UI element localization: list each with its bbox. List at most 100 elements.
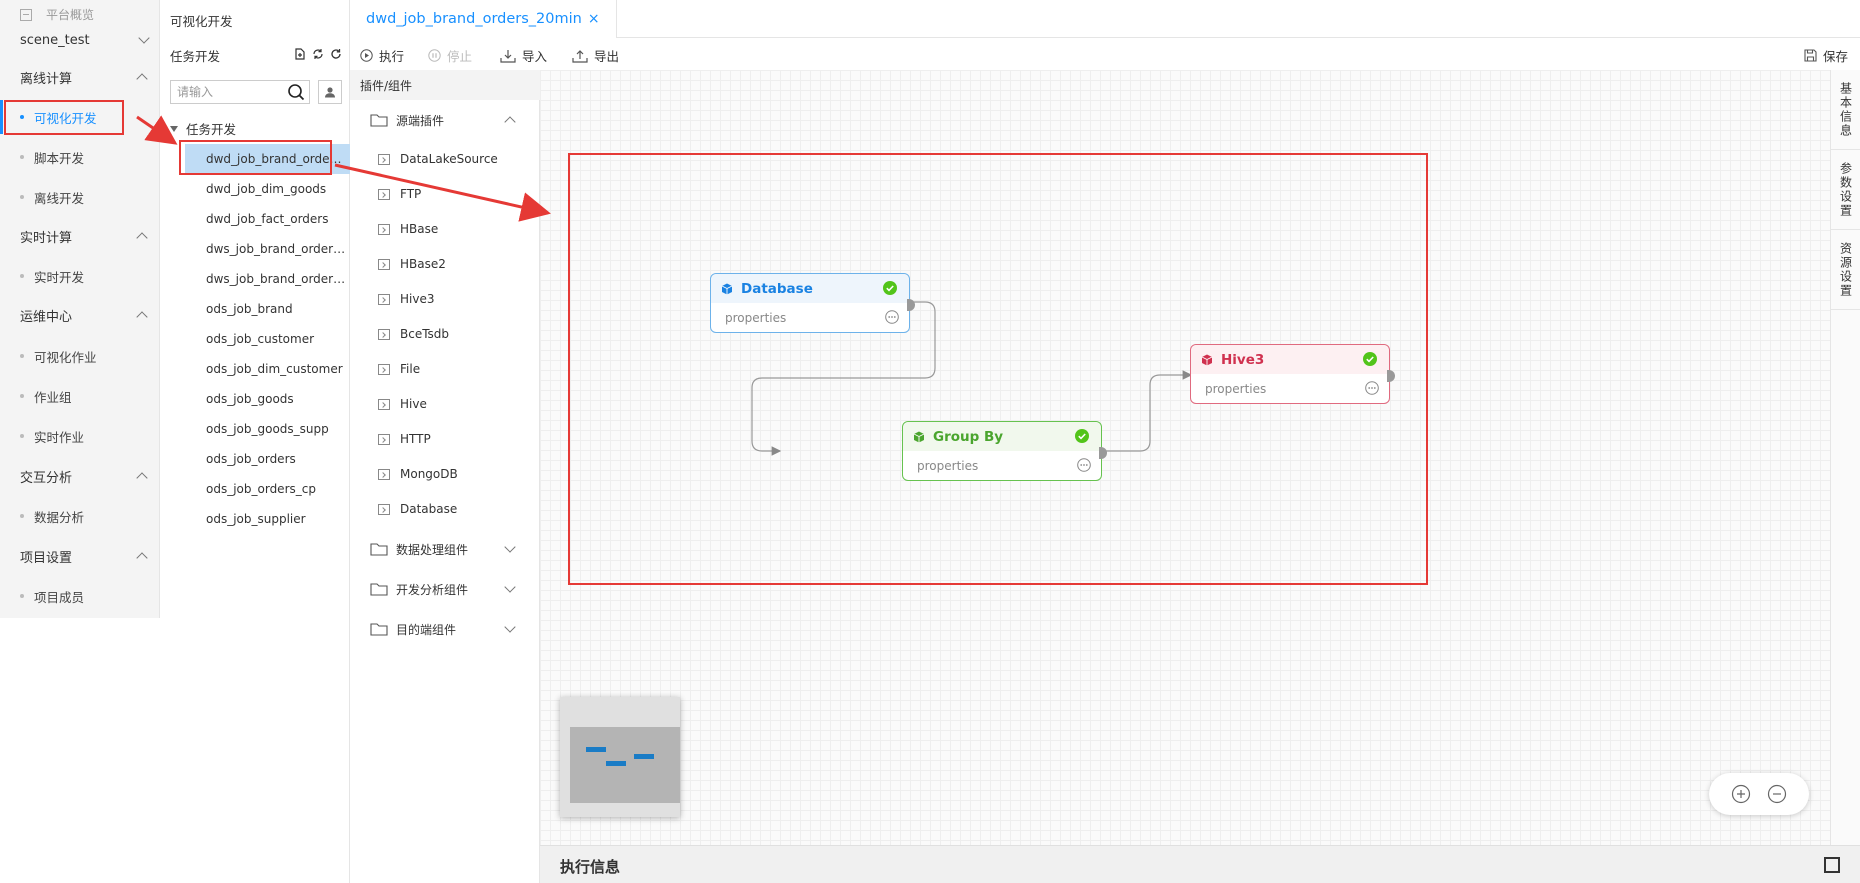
maximize-icon[interactable] [1824, 857, 1840, 873]
tree-root-label: 任务开发 [186, 122, 237, 137]
category-label: 目的端组件 [396, 622, 457, 637]
nav-item-visual-jobs[interactable]: 可视化作业 [0, 341, 160, 371]
node-group-by[interactable]: Group By properties [902, 421, 1107, 481]
nav-item-realtime-dev[interactable]: 实时开发 [0, 261, 160, 291]
plugin-category-source[interactable]: 源端插件 [350, 105, 540, 135]
tab-params[interactable]: 参数设置 [1831, 150, 1860, 230]
refresh-icon[interactable] [330, 48, 342, 60]
tree-item[interactable]: dws_job_brand_orders_1d [185, 234, 350, 264]
stop-label: 停止 [447, 49, 473, 64]
plugin-item[interactable]: HBase2 [378, 249, 446, 279]
nav-overview[interactable]: 平台概览 [20, 6, 94, 23]
folder-icon [370, 623, 388, 636]
output-port[interactable] [1099, 447, 1107, 459]
nav-group-offline[interactable]: 离线计算 [0, 62, 160, 92]
plugin-item[interactable]: MongoDB [378, 459, 458, 489]
nav-group-label: 离线计算 [20, 71, 73, 87]
import-button[interactable]: 导入 [500, 46, 547, 65]
more-icon[interactable] [1077, 458, 1091, 472]
tree-item[interactable]: ods_job_brand [185, 294, 350, 324]
tree-item[interactable]: dwd_job_dim_goods [185, 174, 350, 204]
tab-basic-info[interactable]: 基本信息 [1831, 70, 1860, 150]
nav-item-label: 可视化开发 [34, 110, 97, 126]
run-label: 执行 [379, 49, 405, 64]
nav-item-project-members[interactable]: 项目成员 [0, 581, 160, 611]
more-icon[interactable] [885, 310, 899, 324]
node-hive3[interactable]: Hive3 properties [1190, 344, 1395, 404]
tree-item-label: ods_job_customer [206, 332, 315, 346]
plugin-label: HTTP [400, 432, 431, 446]
plugin-item[interactable]: DataLakeSource [378, 144, 498, 174]
plugin-item[interactable]: BceTsdb [378, 319, 449, 349]
plugin-label: HBase [400, 222, 439, 236]
folder-icon [370, 543, 388, 556]
tree-search-input[interactable] [171, 82, 279, 102]
nav-group-label: 交互分析 [20, 470, 73, 486]
plugin-label: FTP [400, 187, 422, 201]
close-tab-icon[interactable]: × [587, 11, 600, 27]
nav-item-realtime-jobs[interactable]: 实时作业 [0, 421, 160, 451]
plugin-item[interactable]: Hive [378, 389, 427, 419]
export-button[interactable]: 导出 [572, 46, 619, 65]
nav-group-project-settings[interactable]: 项目设置 [0, 541, 160, 571]
minimap-node [634, 754, 654, 759]
plugin-item[interactable]: Hive3 [378, 284, 434, 314]
chevron-down-icon [504, 581, 516, 593]
plugin-category-processing[interactable]: 数据处理组件 [350, 534, 540, 564]
zoom-in-icon[interactable] [1731, 784, 1751, 804]
plugin-icon [378, 258, 390, 270]
plugin-item[interactable]: Database [378, 494, 457, 524]
plugin-item[interactable]: FTP [378, 179, 421, 209]
tree-header: 任务开发 [160, 42, 350, 68]
plugin-item[interactable]: HTTP [378, 424, 431, 454]
project-selector[interactable]: scene_test [20, 30, 152, 50]
plugin-item[interactable]: File [378, 354, 420, 384]
chevron-down-icon [138, 32, 150, 44]
tree-item[interactable]: ods_job_goods_supp [185, 414, 350, 444]
execution-info-panel[interactable]: 执行信息 [540, 845, 1860, 883]
tree-item[interactable]: ods_job_dim_customer [185, 354, 350, 384]
new-file-icon[interactable] [294, 48, 306, 60]
tree-item[interactable]: ods_job_supplier [185, 504, 350, 534]
zoom-out-icon[interactable] [1767, 784, 1787, 804]
flow-canvas[interactable]: Database properties Group By properties … [540, 70, 1830, 845]
save-button[interactable]: 保存 [1804, 46, 1848, 65]
node-database[interactable]: Database properties [710, 273, 915, 333]
tree-root-node[interactable]: 任务开发 [170, 119, 236, 138]
tree-item[interactable]: ods_job_goods [185, 384, 350, 414]
tree-item[interactable]: dws_job_brand_orders_1h [185, 264, 350, 294]
plugin-icon [378, 398, 390, 410]
tree-item[interactable]: dwd_job_fact_orders [185, 204, 350, 234]
tree-item[interactable]: ods_job_orders_cp [185, 474, 350, 504]
nav-item-data-analysis[interactable]: 数据分析 [0, 501, 160, 531]
tab-resources[interactable]: 资源设置 [1831, 230, 1860, 310]
search-icon[interactable] [287, 83, 305, 101]
nav-item-label: 离线开发 [34, 190, 85, 206]
nav-group-realtime[interactable]: 实时计算 [0, 221, 160, 251]
tree-item[interactable]: ods_job_customer [185, 324, 350, 354]
nav-item-script-dev[interactable]: 脚本开发 [0, 142, 160, 172]
plugin-category-sink[interactable]: 目的端组件 [350, 614, 540, 644]
minimap[interactable] [560, 697, 680, 817]
plugin-item[interactable]: HBase [378, 214, 438, 244]
user-filter-button[interactable] [318, 80, 342, 104]
sync-icon[interactable] [312, 48, 324, 60]
nav-item-visual-dev[interactable]: 可视化开发 [0, 102, 160, 132]
tree-item[interactable]: dwd_job_brand_orders_20min [185, 144, 350, 174]
run-button[interactable]: 执行 [360, 46, 404, 65]
more-icon[interactable] [1365, 381, 1379, 395]
nav-group-ops[interactable]: 运维中心 [0, 300, 160, 330]
nav-item-offline-dev[interactable]: 离线开发 [0, 182, 160, 212]
zoom-controls [1709, 773, 1809, 815]
tree-item[interactable]: ods_job_orders [185, 444, 350, 474]
nav-group-interactive[interactable]: 交互分析 [0, 461, 160, 491]
tab-job-editor[interactable]: dwd_job_brand_orders_20min × [350, 0, 617, 38]
stop-button[interactable]: 停止 [428, 46, 472, 65]
plugin-label: BceTsdb [400, 327, 450, 341]
tree-item-label: ods_job_orders_cp [206, 482, 316, 496]
plugin-category-analysis[interactable]: 开发分析组件 [350, 574, 540, 604]
output-port[interactable] [907, 299, 915, 311]
bullet-icon [20, 594, 24, 598]
output-port[interactable] [1387, 370, 1395, 382]
nav-item-job-groups[interactable]: 作业组 [0, 381, 160, 411]
